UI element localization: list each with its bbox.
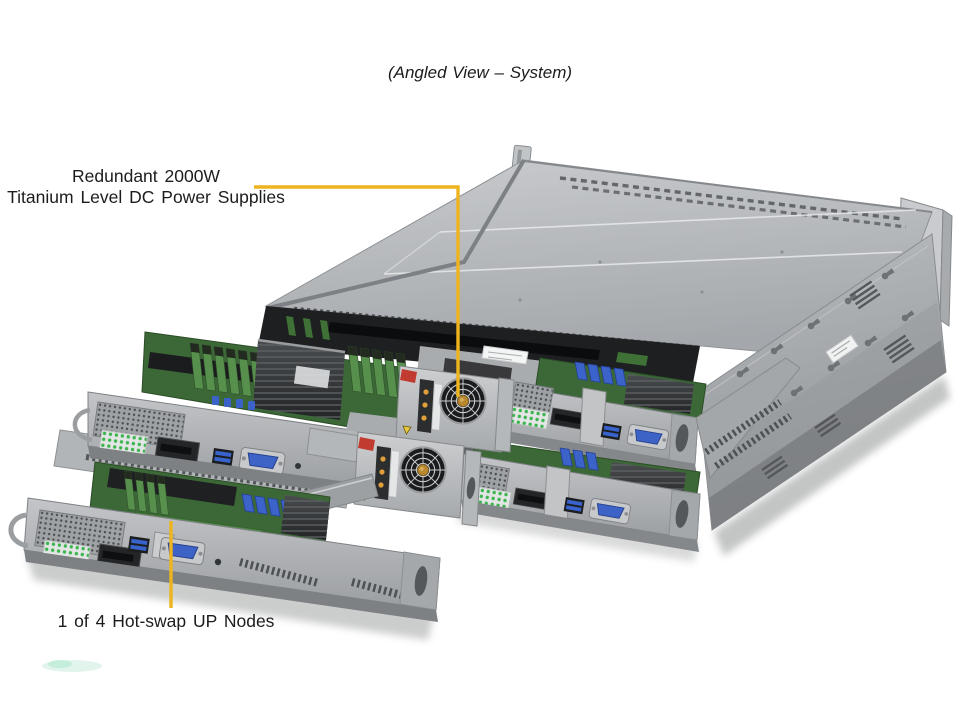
- tray-handle: [8, 512, 29, 549]
- page-title: (Angled View – System): [387, 63, 573, 82]
- side-panel: [697, 233, 947, 531]
- callout-line-psu: [254, 185, 460, 397]
- tray-lip: [24, 550, 438, 622]
- cpu-heatsink: [253, 338, 346, 420]
- node-faceplate: [496, 381, 699, 465]
- tray-lip: [461, 500, 699, 552]
- psu-fan: [399, 446, 447, 494]
- usb-ports: [211, 448, 234, 466]
- psu-module-1: [395, 365, 515, 453]
- usb-ports: [127, 536, 150, 554]
- psu-callout-label: Redundant 2000W Titanium Level DC Power …: [0, 166, 292, 208]
- watermark-smudge: [42, 660, 102, 672]
- psu-release-tab: [358, 437, 375, 451]
- inner-vent-wall: [695, 357, 801, 480]
- tray-handle: [72, 407, 93, 443]
- side-label: [825, 334, 859, 364]
- psu-callout-line2: Titanium Level DC Power Supplies: [7, 187, 285, 207]
- psu-fan: [439, 377, 487, 425]
- psu-latch-bar: [494, 377, 515, 453]
- node-tray-top-right: [496, 357, 707, 475]
- node-callout-label: 1 of 4 Hot-swap UP Nodes: [57, 611, 275, 631]
- psu-module-2: [353, 431, 482, 527]
- psu-callout-line1: Redundant 2000W: [72, 166, 220, 186]
- side-vent-cluster: [761, 280, 915, 480]
- tray-lip: [497, 430, 697, 475]
- node-tray-bottom-left: [8, 461, 441, 622]
- psu-release-tab: [400, 369, 417, 383]
- node-tray-bottom-right: [460, 439, 701, 552]
